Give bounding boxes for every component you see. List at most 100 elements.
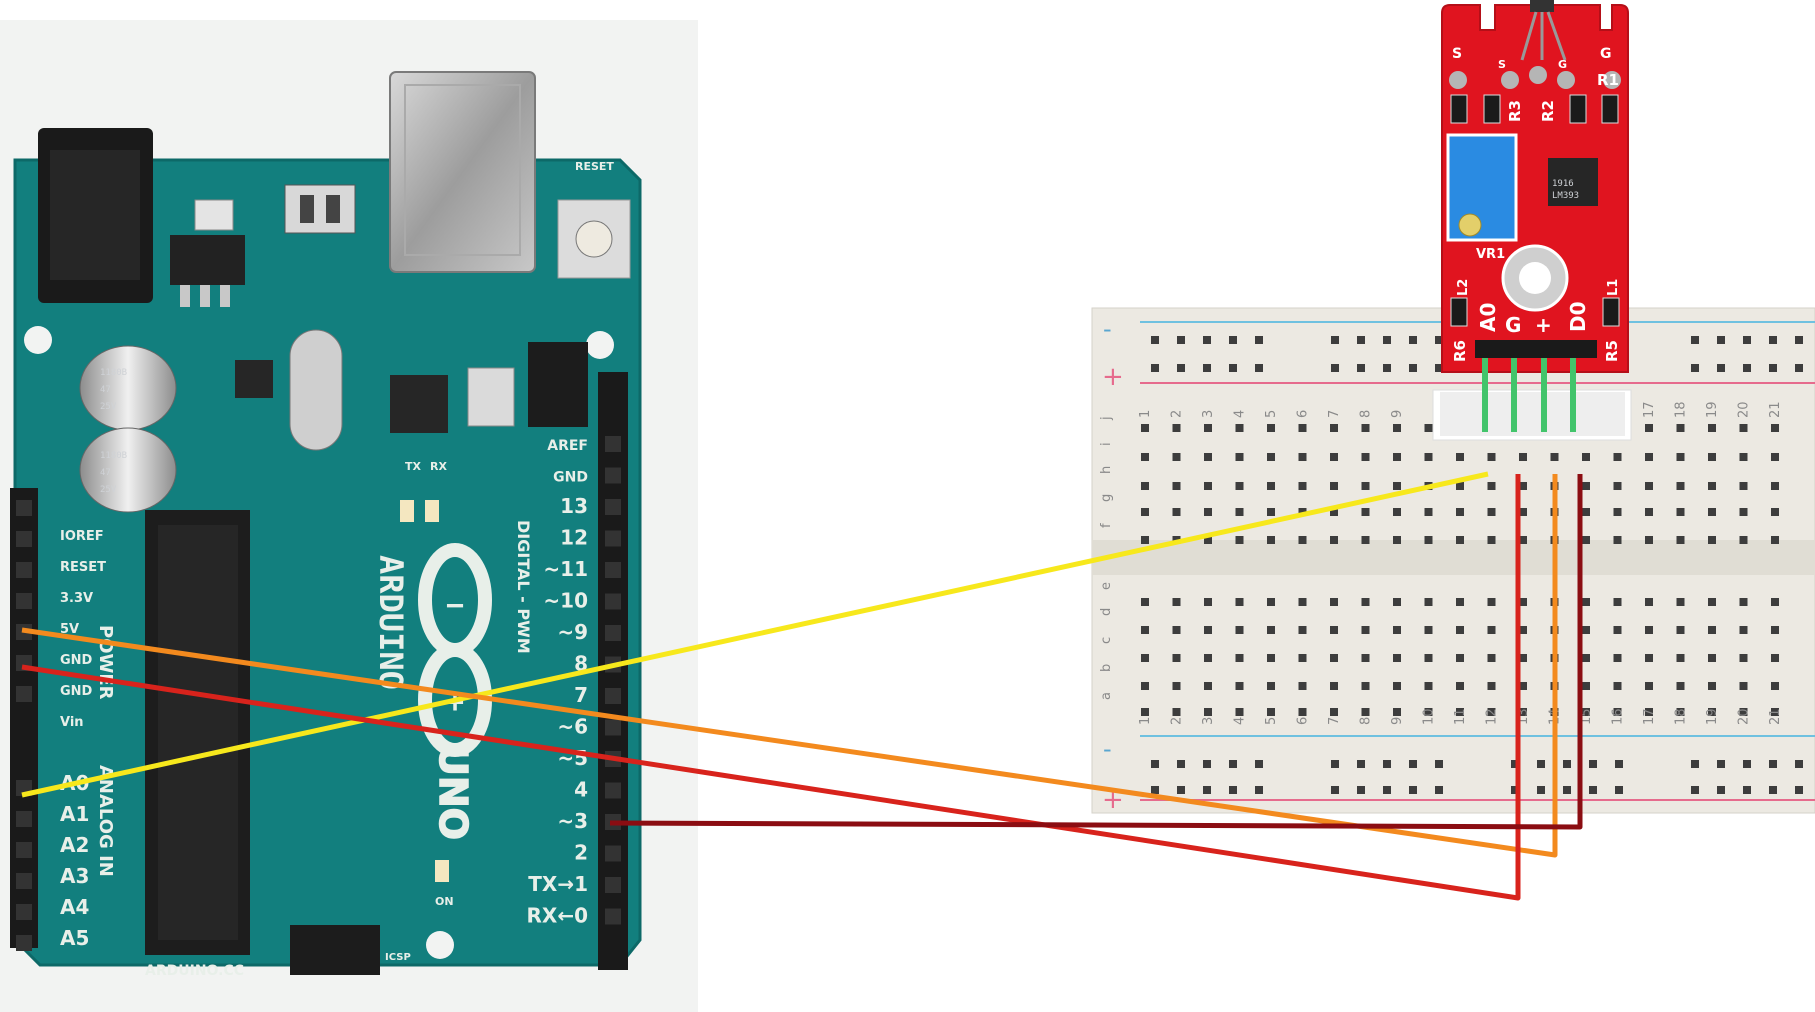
plus-rail-symbol: + bbox=[1102, 362, 1124, 392]
capacitor: 1180B 47 25V bbox=[79, 427, 177, 513]
column-number: 7 bbox=[1327, 717, 1342, 725]
column-number: 4 bbox=[1233, 410, 1248, 418]
crystal-oscillator bbox=[289, 329, 343, 451]
digital-pin-label: 12 bbox=[560, 526, 588, 550]
mounting-hole bbox=[586, 331, 614, 359]
row-letter: i bbox=[1099, 442, 1114, 446]
column-number: 11 bbox=[1453, 708, 1468, 725]
chip-text: 1916 bbox=[1552, 179, 1574, 189]
chip-text: LM393 bbox=[1552, 191, 1579, 201]
reset-label: RESET bbox=[575, 160, 614, 173]
digital-pin-label: 7 bbox=[574, 683, 588, 707]
analog-pin-label: A1 bbox=[60, 802, 89, 826]
row-letter: j bbox=[1099, 416, 1114, 421]
column-number: 15 bbox=[1579, 708, 1594, 725]
digital-pin-label: ~10 bbox=[543, 589, 588, 613]
svg-text:−: − bbox=[446, 588, 464, 623]
digital-pin-label: GND bbox=[553, 470, 588, 486]
hall-sensor-component bbox=[1530, 0, 1554, 12]
r1-label: R1 bbox=[1597, 71, 1619, 89]
analog-pin-label: A5 bbox=[60, 926, 89, 950]
power-pin-label: GND bbox=[60, 684, 93, 699]
column-number: 9 bbox=[1390, 717, 1405, 725]
column-number: 3 bbox=[1201, 717, 1216, 725]
capacitor-text: 25V bbox=[100, 402, 117, 412]
rx-led bbox=[425, 500, 439, 522]
power-pin-label: RESET bbox=[60, 560, 106, 575]
icsp-header-bottom bbox=[290, 925, 380, 975]
column-number: 12 bbox=[1485, 708, 1500, 725]
column-number: 19 bbox=[1705, 708, 1720, 725]
power-pin-label: 5V bbox=[60, 622, 79, 637]
mounting-hole bbox=[426, 931, 454, 959]
column-number: 9 bbox=[1390, 410, 1405, 418]
row-letter: d bbox=[1099, 608, 1114, 616]
center-channel bbox=[1092, 540, 1815, 575]
column-number: 5 bbox=[1264, 410, 1279, 418]
breadboard-holes bbox=[1141, 336, 1803, 794]
digital-pin-label: ~3 bbox=[557, 809, 588, 833]
minus-rail-symbol: - bbox=[1103, 315, 1112, 343]
row-letter: g bbox=[1099, 494, 1114, 502]
wire-4-to-sensor-d0 bbox=[609, 474, 1583, 830]
comparator-chip bbox=[1548, 158, 1598, 206]
pin-d0 bbox=[1570, 358, 1576, 432]
column-number: 19 bbox=[1705, 401, 1720, 418]
column-number: 17 bbox=[1642, 708, 1657, 725]
top-pad-label: S bbox=[1452, 46, 1462, 62]
digital-pin-label: RX←0 bbox=[527, 904, 589, 928]
digital-pin-label: ~9 bbox=[557, 620, 588, 644]
digital-pin-label: TX→1 bbox=[528, 872, 588, 896]
usb-controller-chip bbox=[390, 375, 448, 433]
column-number: 8 bbox=[1359, 410, 1374, 418]
column-number: 3 bbox=[1201, 410, 1216, 418]
rx-label: RX bbox=[430, 460, 447, 473]
wire-5v-to-sensor- bbox=[21, 474, 1558, 858]
tx-led bbox=[400, 500, 414, 522]
power-pin-label: 3.3V bbox=[60, 591, 93, 606]
digital-pin-label: 2 bbox=[574, 841, 588, 865]
wires bbox=[21, 471, 1583, 901]
tx-label: TX bbox=[405, 460, 422, 473]
column-number: 5 bbox=[1264, 717, 1279, 725]
column-number: 16 bbox=[1611, 708, 1626, 725]
row-letter: a bbox=[1099, 692, 1114, 700]
column-number: 21 bbox=[1768, 401, 1783, 418]
column-number: 21 bbox=[1768, 708, 1783, 725]
column-number: 1 bbox=[1138, 717, 1153, 725]
r3-label: R3 bbox=[1506, 100, 1524, 122]
top-pad-label: S bbox=[1498, 58, 1506, 71]
sensor-module: S S G G R1 R2 R3 R5 R6 L1 L2 VR1 1916 LM… bbox=[1432, 0, 1632, 441]
usb-b-connector bbox=[389, 71, 536, 273]
capacitor: 1180B 47 25V bbox=[79, 345, 177, 431]
analog-pin-label: A4 bbox=[60, 895, 89, 919]
power-header-label: POWER bbox=[95, 625, 116, 700]
r5-label: R5 bbox=[1603, 340, 1621, 362]
column-number: 7 bbox=[1327, 410, 1342, 418]
power-pin-label: Vin bbox=[60, 715, 84, 730]
pin-a0 bbox=[1482, 358, 1488, 432]
column-number: 4 bbox=[1233, 717, 1248, 725]
on-label: ON bbox=[435, 895, 454, 908]
analog-pin-label: A2 bbox=[60, 833, 89, 857]
pin-label-g: G bbox=[1505, 313, 1521, 337]
capacitor-text: 47 bbox=[100, 385, 111, 395]
r6-label: R6 bbox=[1451, 340, 1469, 362]
top-pad-label: G bbox=[1558, 58, 1567, 71]
digital-pin-label: 13 bbox=[560, 494, 588, 518]
row-letter: b bbox=[1099, 664, 1114, 672]
analog-header-label: ANALOG IN bbox=[95, 765, 116, 877]
on-led bbox=[435, 860, 449, 882]
l2-label: L2 bbox=[1456, 279, 1471, 296]
icsp-label: ICSP bbox=[385, 952, 411, 963]
digital-pin-label: ~11 bbox=[543, 557, 588, 581]
digital-pin-label: ~6 bbox=[557, 715, 588, 739]
pin-plus bbox=[1541, 358, 1547, 432]
wire-gnd-to-sensor-g bbox=[21, 474, 1521, 901]
